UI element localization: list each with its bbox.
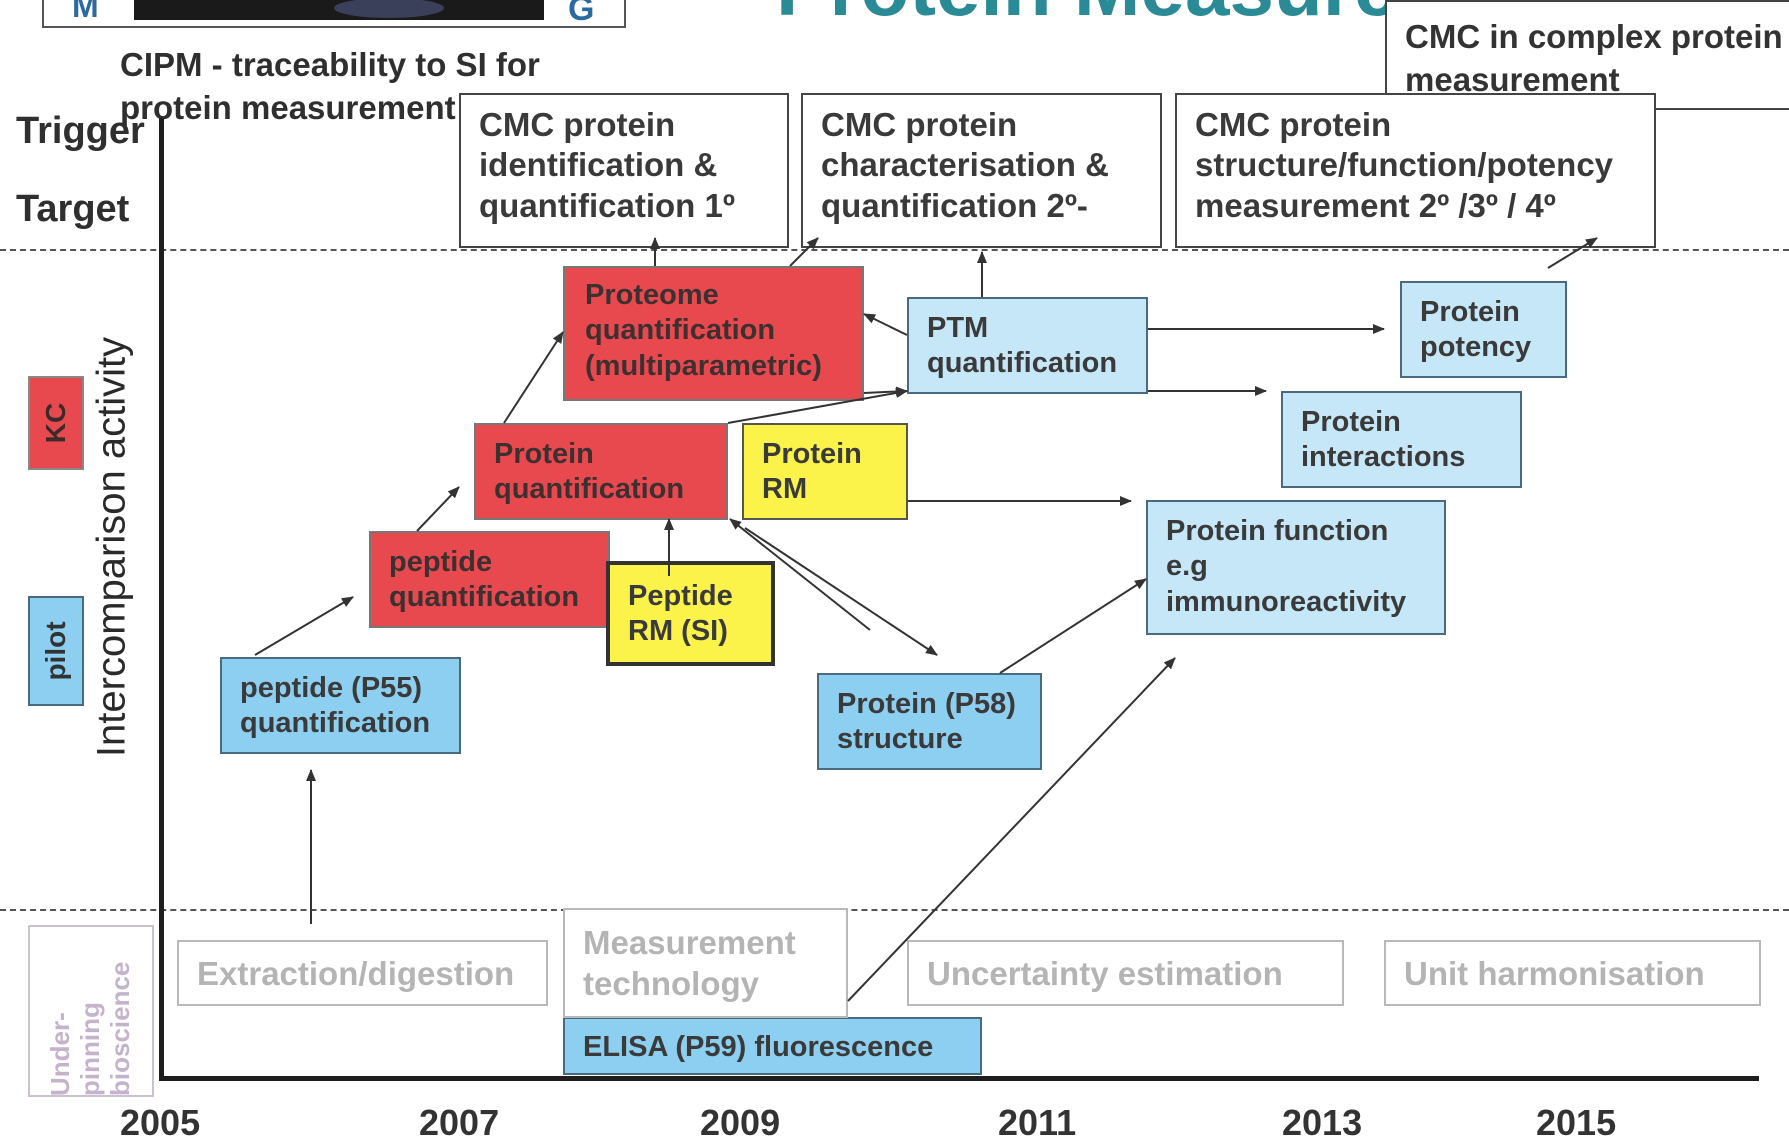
dashed-separator-top: [0, 249, 1789, 251]
logo-letter-m: M: [72, 0, 99, 24]
node-elisa-text: ELISA (P59) fluorescence: [583, 1031, 934, 1063]
node-protein-rm: Protein RM: [742, 423, 908, 520]
node-proteome-text: Proteome quantification (multiparametric…: [585, 279, 822, 382]
node-protein-function-text: Protein function e.g immunoreactivity: [1166, 515, 1407, 618]
node-elisa: ELISA (P59) fluorescence: [563, 1017, 982, 1075]
arrow-peptide-to-protein: [416, 486, 460, 532]
corner-box: CMC in complex protein measurement: [1385, 0, 1789, 110]
target-box-2-text: CMC protein characterisation & quantific…: [821, 106, 1109, 224]
node-protein-quantification: Protein quantification: [474, 423, 728, 520]
arrow-protein-to-p58: [744, 527, 938, 656]
node-peptide-rm: Peptide RM (SI): [606, 561, 775, 666]
subtitle: CIPM - traceability to SI for protein me…: [120, 44, 580, 130]
arrow-p58-to-function: [999, 578, 1147, 674]
node-protein-potency-text: Protein potency: [1420, 296, 1532, 364]
year-2011: 2011: [998, 1102, 1077, 1143]
dashed-separator-bottom: [0, 909, 1789, 911]
node-peptide-p55-text: peptide (P55) quantification: [240, 672, 431, 740]
underpinning-unit: Unit harmonisation: [1384, 940, 1761, 1006]
node-protein-quantification-text: Protein quantification: [494, 438, 685, 506]
arrow-tech-to-function: [847, 657, 1176, 1002]
node-protein-function: Protein function e.g immunoreactivity: [1146, 500, 1446, 635]
target-box-3: CMC protein structure/function/potency m…: [1175, 93, 1656, 248]
arrow-protein-to-proteome: [503, 331, 564, 424]
year-2007: 2007: [419, 1102, 500, 1143]
logo: M G: [42, 0, 626, 28]
year-2013: 2013: [1282, 1102, 1363, 1143]
node-protein-p58: Protein (P58) structure: [817, 673, 1042, 770]
underpinning-uncertainty-text: Uncertainty estimation: [927, 955, 1283, 992]
time-axis: [159, 1076, 1759, 1081]
target-box-3-text: CMC protein structure/function/potency m…: [1195, 106, 1614, 224]
node-protein-p58-text: Protein (P58) structure: [837, 688, 1016, 756]
arrow-protein-to-ptm: [727, 388, 908, 424]
target-box-1: CMC protein identification & quantificat…: [459, 93, 789, 248]
arrow-p55-to-peptide: [254, 596, 354, 656]
node-proteome: Proteome quantification (multiparametric…: [563, 266, 864, 401]
node-peptide-rm-text: Peptide RM (SI): [628, 580, 733, 648]
node-peptide-quantification-text: peptide quantification: [389, 546, 580, 614]
year-2005: 2005: [120, 1102, 201, 1143]
underpinning-measurement-technology: Measurement technology: [563, 908, 848, 1018]
subtitle-text: CIPM - traceability to SI for protein me…: [120, 46, 540, 126]
node-peptide-quantification: peptide quantification: [369, 531, 610, 628]
node-protein-rm-text: Protein RM: [762, 438, 862, 506]
node-peptide-p55: peptide (P55) quantification: [220, 657, 461, 754]
node-ptm: PTM quantification: [907, 297, 1148, 394]
arrow-proteome-to-target2: [789, 237, 819, 267]
node-protein-interactions-text: Protein interactions: [1301, 406, 1466, 474]
underpinning-extraction-text: Extraction/digestion: [197, 955, 515, 992]
target-box-2: CMC protein characterisation & quantific…: [801, 93, 1162, 248]
target-box-1-text: CMC protein identification & quantificat…: [479, 106, 735, 224]
underpinning-extraction: Extraction/digestion: [177, 940, 548, 1006]
arrow-ptm-to-proteome: [863, 313, 908, 336]
legend-pilot: pilot: [28, 596, 84, 706]
node-protein-potency: Protein potency: [1400, 281, 1567, 378]
node-ptm-text: PTM quantification: [927, 312, 1118, 380]
vertical-axis: [159, 118, 164, 1080]
underpinning-box: Under-pinning bioscience: [28, 925, 154, 1097]
year-2009: 2009: [700, 1102, 781, 1143]
underpinning-uncertainty: Uncertainty estimation: [907, 940, 1344, 1006]
legend-kc: KC: [28, 376, 84, 470]
trigger-label: Trigger: [16, 110, 145, 152]
logo-letter-g: G: [568, 0, 595, 28]
year-2015: 2015: [1536, 1102, 1617, 1143]
arrow-target3-up: [1547, 237, 1598, 269]
corner-box-text: CMC in complex protein measurement: [1405, 18, 1783, 98]
arrow-p58-to-protein: [729, 518, 871, 631]
underpinning-unit-text: Unit harmonisation: [1404, 955, 1705, 992]
node-protein-interactions: Protein interactions: [1281, 391, 1522, 488]
underpinning-measurement-technology-text: Measurement technology: [583, 924, 796, 1003]
target-label: Target: [16, 188, 130, 230]
